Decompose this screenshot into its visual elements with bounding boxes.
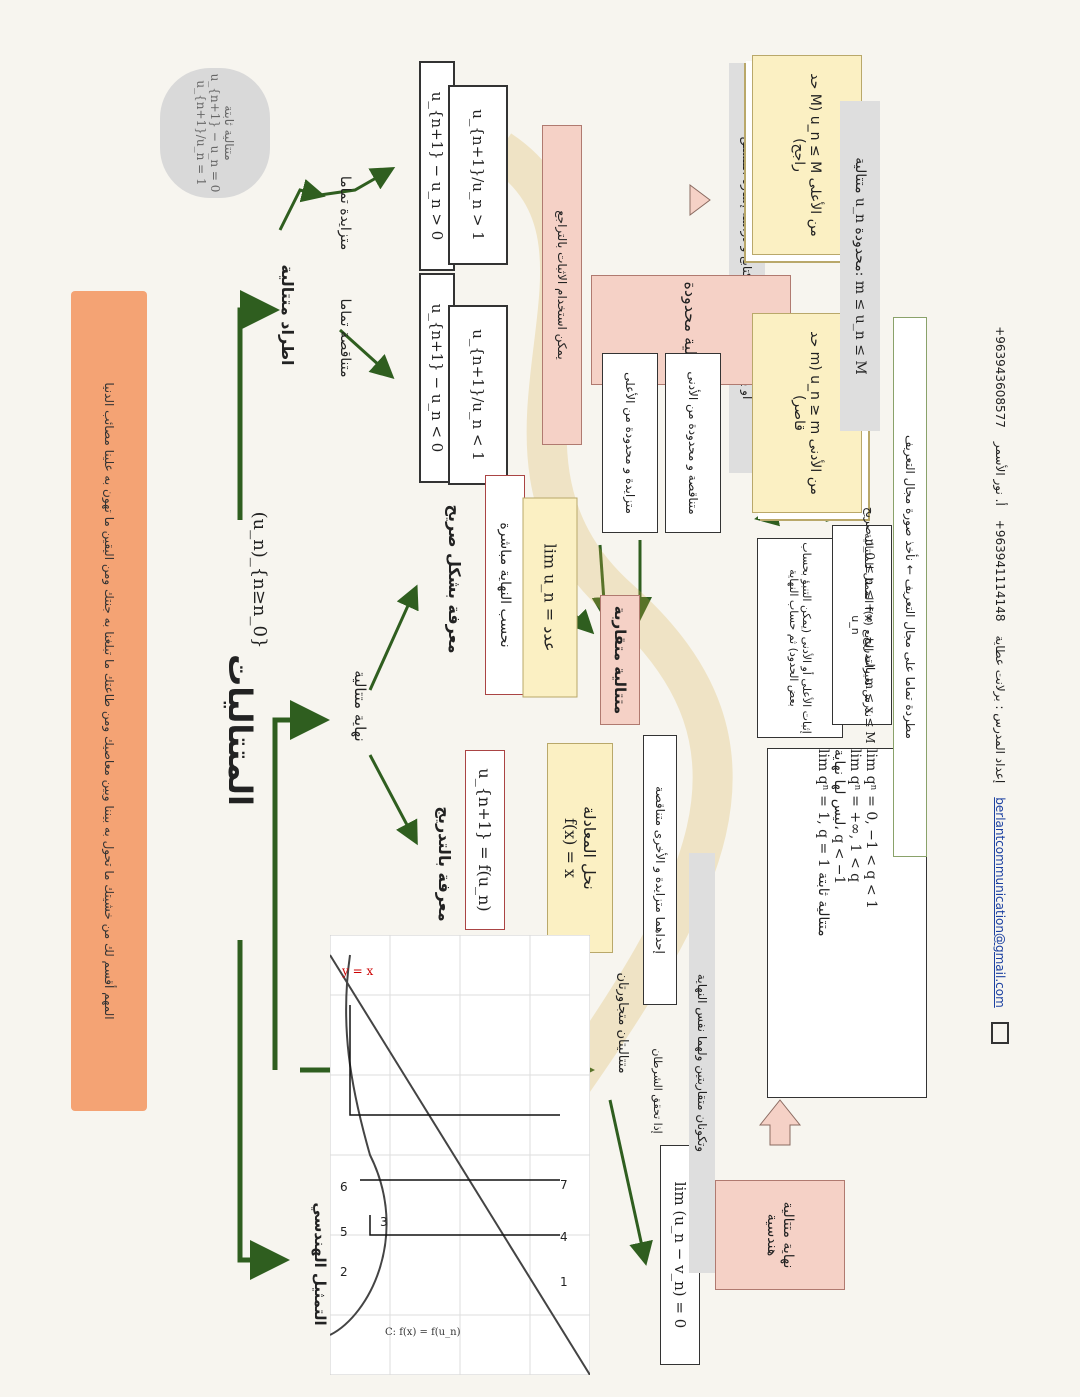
contact-line: +963943608577 أ. نور الأسمر +96394111414… xyxy=(985,325,1015,1045)
x-tick-7: 7 xyxy=(560,1178,568,1192)
y-tick-3: 3 xyxy=(380,1215,388,1229)
dec-ratio-box: u_{n+1}/u_n < 1 xyxy=(448,305,508,485)
geo-row-1: lim qⁿ = 0, −1 < q < 1 xyxy=(863,749,879,909)
identity-line xyxy=(330,954,590,1375)
arrow-to-graph xyxy=(237,940,290,1280)
decreasing-label: متناقصة تماما xyxy=(337,298,353,378)
explicit-title: معرفة بشكل صريح xyxy=(445,504,465,654)
contact-phone1: +963941114148 xyxy=(993,519,1007,622)
monotonic-title: اطراد متتالية xyxy=(278,264,298,366)
quote-banner: المهم أقسم لك من خشيتك ما تحول به بيننا … xyxy=(71,291,147,1111)
constant-sequence-cloud: متتالية ثابتة u_{n+1} − u_n = 0 u_{n+1}/… xyxy=(160,68,270,198)
constant-label: متتالية ثابتة xyxy=(222,105,236,161)
page-title: المتتاليات xyxy=(221,654,259,806)
increasing-label: متزايدة تماما xyxy=(337,175,353,251)
contact-email: berlantcommunication@gmail.com xyxy=(993,797,1007,1008)
y-tick-2: 2 xyxy=(340,1265,348,1279)
function-curve xyxy=(330,954,388,1336)
sequence-notation: (u_n)_{n≥n_0} xyxy=(249,511,271,649)
contact-author2: أ. نور الأسمر xyxy=(993,441,1007,506)
geometric-title-box: نهاية متتالية هندسية xyxy=(715,1180,845,1290)
cobweb-graph: y = x C: f(x) = f(u_n) xyxy=(330,935,590,1375)
mail-icon xyxy=(991,1021,1009,1044)
curve-label: C: f(x) = f(u_n) xyxy=(385,1327,461,1338)
recursive-title: معرفة بالتدريج xyxy=(435,806,455,922)
explicit-note-box: نحسب النهاية مباشرة xyxy=(485,475,525,695)
inc-upper-box: متزايدة و محدودة من الأعلى xyxy=(602,353,658,533)
contact-phone2: +963943608577 xyxy=(993,326,1007,428)
recursive-domain: بالتدريج m ≤ x ≤ M xyxy=(863,636,877,744)
solve-eq: f(x) = x xyxy=(561,817,580,879)
adjacent-title: متتاليتان متجاورتان xyxy=(615,972,631,1074)
constant-eq1: u_{n+1} − u_n = 0 xyxy=(208,73,222,193)
induction-note: يمكن استخدام الاثبات بالتراجع xyxy=(542,125,582,445)
arrow-to-monotonic xyxy=(237,290,280,520)
inc-ratio-box: u_{n+1}/u_n > 1 xyxy=(448,85,508,265)
proof-footer: مطردة تماما على مجال التعريف ← نأخذ صورة… xyxy=(893,317,927,857)
adjacent-cond1: إحداهما متزايدة و الأخرى متناقصة xyxy=(643,735,677,1005)
x-tick-4: 4 xyxy=(560,1230,568,1244)
explicit-limit-box: lim u_n = عدد xyxy=(522,497,578,698)
contact-author: إعداد المدرس : برلانت عطاية xyxy=(993,635,1007,784)
line-label: y = x xyxy=(341,964,373,978)
convergent-box: متتالية متقاربة xyxy=(600,595,640,725)
adjacent-cond-label: إذا تحقق الشرطان xyxy=(651,1048,665,1134)
solve-box: نحل المعادلة f(x) = x xyxy=(547,743,613,953)
recursive-eq-box: u_{n+1} = f(u_n) xyxy=(465,750,505,930)
geo-row-3: ليس لها نهاية، q < −1 xyxy=(831,749,847,885)
geo-row-4: lim qⁿ = 1, q = 1 متتالية ثابتة xyxy=(815,749,831,937)
bounded-formula: متتالية u_n محدودة: m ≤ u_n ≤ M xyxy=(840,101,880,431)
solve-label: نحل المعادلة xyxy=(580,806,599,890)
constant-eq2: u_{n+1}/u_n = 1 xyxy=(194,80,208,186)
arrow-to-limit xyxy=(272,700,330,1070)
adjacent-conclusion: وتكونان متقاربتين ولهما نفس النهاية xyxy=(689,853,715,1273)
y-tick-6: 6 xyxy=(340,1180,348,1194)
dec-lower-box: متناقصة و محدودة من الأدنى xyxy=(665,353,721,533)
y-tick-5: 5 xyxy=(340,1225,348,1239)
limit-title: نهاية متتالية xyxy=(351,670,369,742)
quote-text: المهم أقسم لك من خشيتك ما تحول به بيننا … xyxy=(102,382,116,1020)
x-tick-1: 1 xyxy=(560,1275,568,1289)
proof-left-box: إثبات الأعلى أو الأدنى (يمكن التنبؤ بحسا… xyxy=(757,538,843,738)
